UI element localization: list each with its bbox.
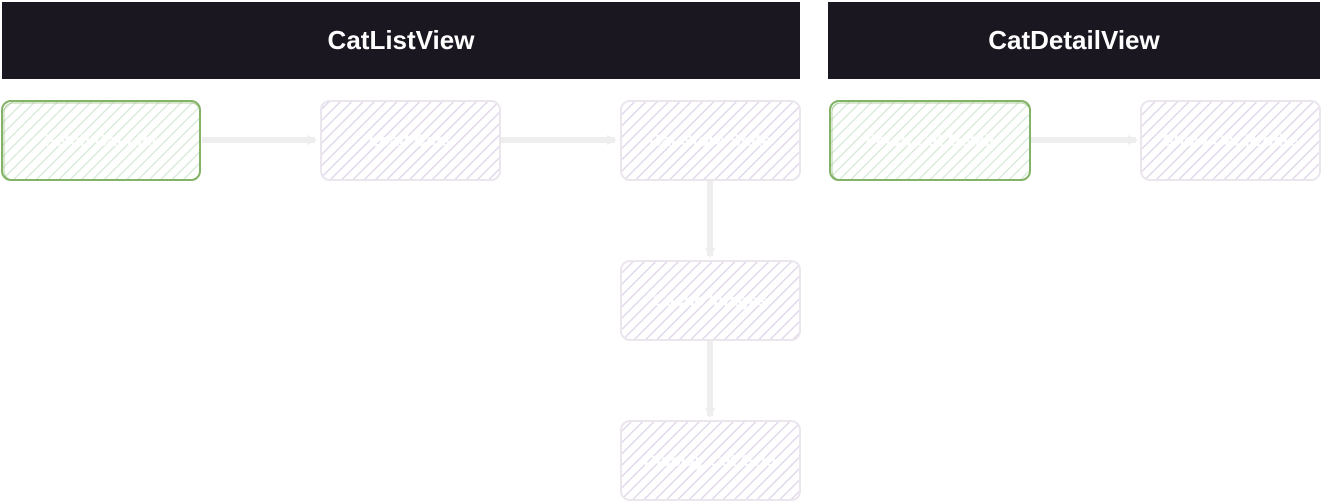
edges [202,135,1138,418]
node-load-cats-label: Load Cats [369,131,451,150]
node-cache-images-label: Cache Images [653,291,767,310]
header-catlistview-label: CatListView [328,25,476,55]
node-show-cat-profile-label: Show Cat Profile [1162,131,1297,150]
header-catdetailview-label: CatDetailView [988,25,1160,55]
node-fetch-cat-list-label: Fetch Cat List [45,131,158,150]
node-cache-images[interactable]: Cache Images [620,260,801,341]
node-cat-store-state-label: Cat Store State [649,131,771,150]
node-fetch-cat-detail-label: Fetch Cat Detail [866,131,994,150]
header-catlistview: CatListView [2,2,800,79]
node-fetch-cat-detail[interactable]: Fetch Cat Detail [829,100,1031,181]
node-display-cat-grid[interactable]: Display Cat Grid [620,420,801,501]
node-load-cats[interactable]: Load Cats [320,100,501,181]
node-display-cat-grid-label: Display Cat Grid [644,451,776,470]
header-catdetailview: CatDetailView [828,2,1320,79]
node-show-cat-profile[interactable]: Show Cat Profile [1140,100,1321,181]
node-fetch-cat-list[interactable]: Fetch Cat List [1,100,201,181]
node-cat-store-state[interactable]: Cat Store State [620,100,801,181]
